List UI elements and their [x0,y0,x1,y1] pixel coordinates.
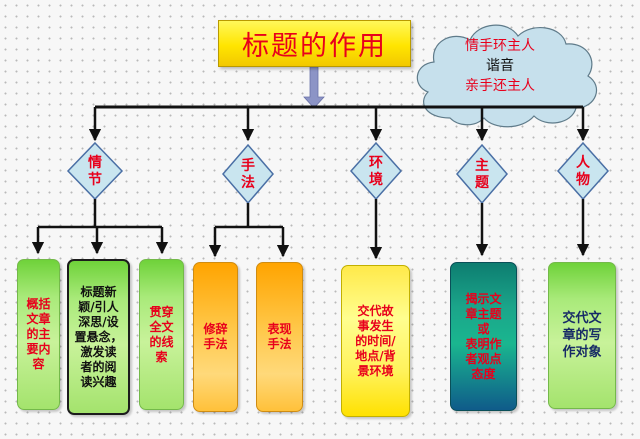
cloud-note: 情手环主人 谐音 亲手还主人 [430,36,570,96]
cloud-line-1: 情手环主人 [465,38,535,54]
leaf-setting-time-place: 交代故事发生的时间/地点/背景环境 [341,265,410,417]
cloud-line-2: 谐音 [486,58,514,74]
title-pointer-arrow [303,66,325,109]
leaf-novel-title-suspense: 标题新颖/引人深思/设置悬念，激发读者的阅读兴趣 [67,259,130,415]
leaf-reveal-theme: 揭示文章主题或表明作者观点态度 [450,262,517,411]
diagram-title: 标题的作用 [218,20,411,67]
diamond-shapes [66,141,610,205]
diamond-label-qingjie: 情节 [88,155,102,188]
diamond-label-huanjing: 环境 [369,155,383,188]
leaf-main-thread: 贯穿全文的线索 [139,259,184,410]
diamond-label-zhuti: 主题 [475,158,489,191]
cloud-shape [416,24,598,128]
leaf-connectors [31,199,590,260]
leaf-rhetoric-techniques: 修辞手法 [193,262,238,412]
leaf-summarize-content: 概括文章的主要内容 [17,259,60,410]
diamond-label-renwu: 人物 [576,155,590,188]
diamond-connectors [88,107,590,142]
leaf-expression-techniques: 表现手法 [256,262,303,412]
cloud-line-3: 亲手还主人 [465,78,535,94]
leaf-writing-subject: 交代文章的写作对象 [548,262,616,409]
diamond-label-shoufa: 手法 [241,158,255,191]
